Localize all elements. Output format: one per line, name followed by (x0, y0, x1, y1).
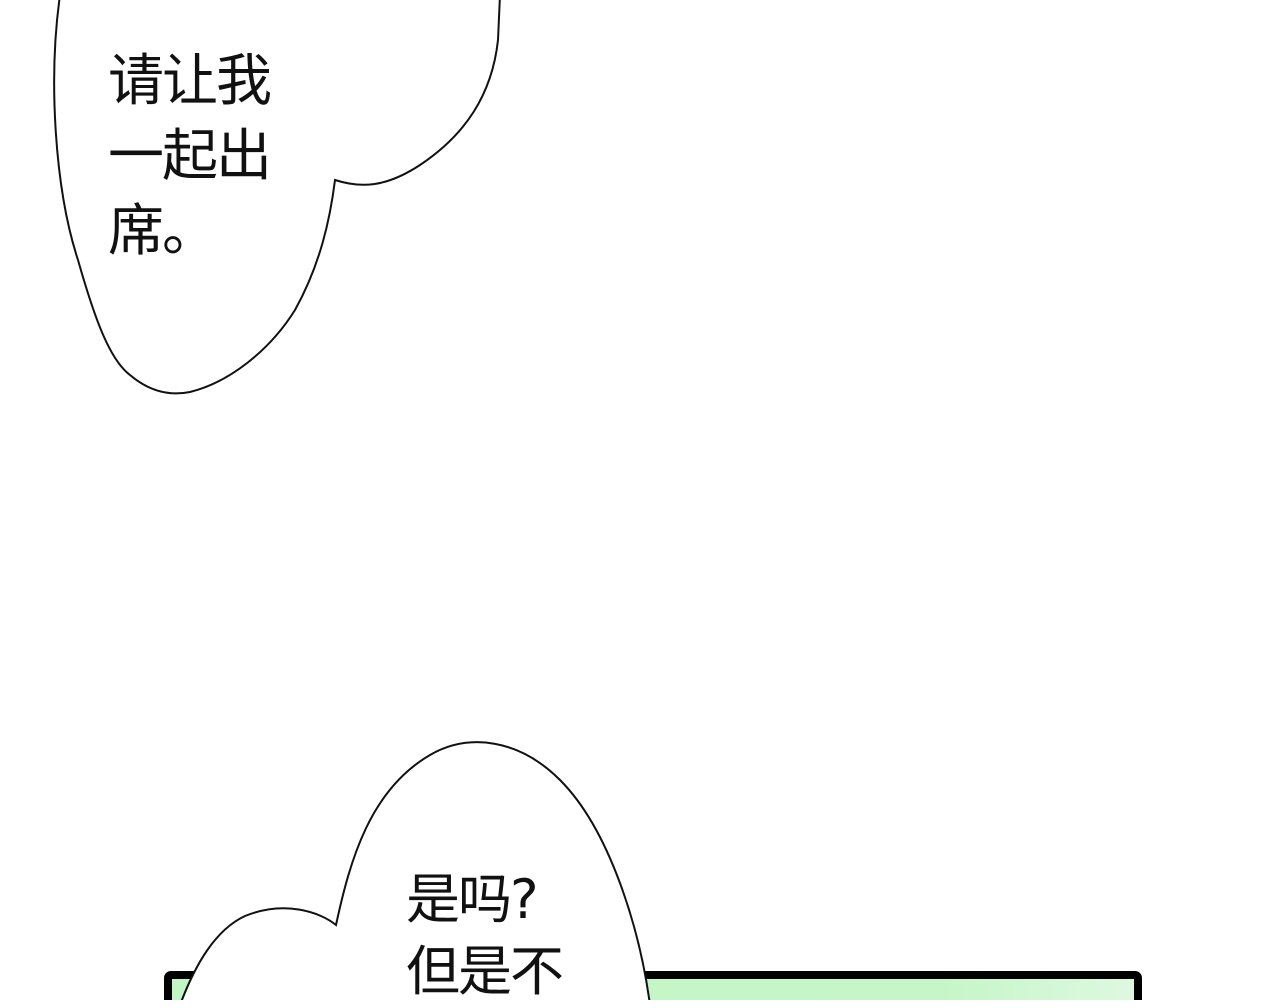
speech-bubble-bottom (180, 741, 651, 1000)
dialogue-line: 请让我 (108, 49, 272, 114)
dialogue-line: 是吗? (406, 868, 539, 931)
dialogue-line: 席。 (108, 199, 218, 264)
speech-bubble-bottom-text: 是吗? 但是不 (406, 864, 564, 1008)
dialogue-line: 但是不 (406, 940, 564, 1003)
speech-bubble-top (53, 0, 501, 395)
dialogue-line: 一起出 (108, 124, 272, 189)
speech-bubble-top-text: 请让我一起出席。 (108, 44, 272, 269)
